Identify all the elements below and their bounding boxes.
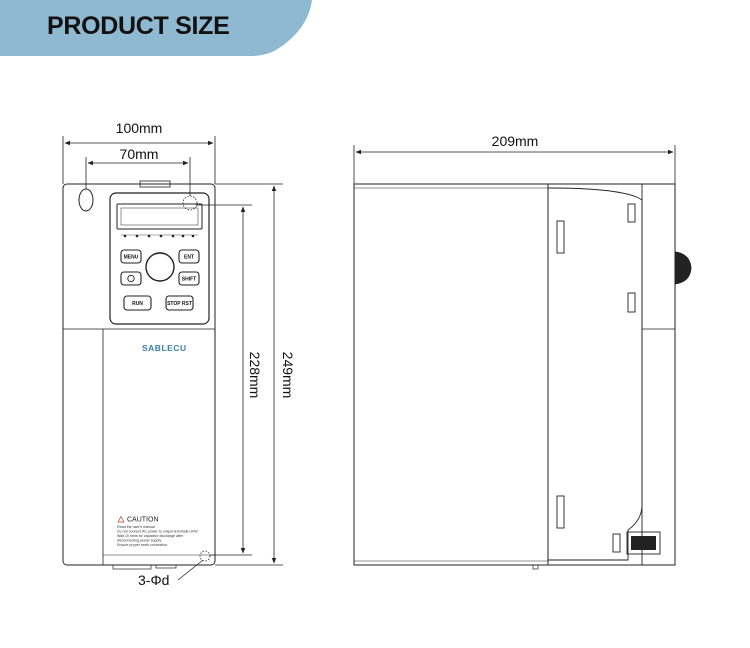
- rotary-knob-icon: [145, 252, 175, 282]
- hole-label: 3-Φd: [138, 572, 169, 588]
- front-bottom-foot: [112, 564, 152, 570]
- front-bottom-foot-2: [155, 564, 177, 569]
- header-banner: PRODUCT SIZE: [0, 0, 318, 56]
- stop-button-label: STOP RST: [167, 301, 192, 307]
- caution-line-3: Wait 10 mins for capacitor discharge aft…: [117, 534, 184, 538]
- warning-icon: [117, 515, 125, 523]
- side-slot-4: [627, 292, 636, 313]
- front-top-clip: [139, 180, 171, 188]
- hole-leader-line: [177, 559, 204, 581]
- side-dimensions: [353, 145, 676, 184]
- front-dimensions: [62, 136, 283, 581]
- led-run: [123, 234, 127, 238]
- side-view: [353, 183, 692, 570]
- led-v: [191, 234, 195, 238]
- run-button-label: RUN: [132, 301, 143, 307]
- brand-logo: SABLECU: [142, 343, 187, 353]
- caution-label: CAUTION Read the user's manual Do not co…: [117, 515, 198, 547]
- mounting-hole-left: [78, 188, 94, 212]
- height-label: 249mm: [280, 352, 296, 399]
- keypad-housing: [109, 192, 210, 325]
- side-knob: [674, 251, 692, 285]
- caution-line-4: disconnecting power supply: [117, 539, 161, 543]
- front-body-outline: [62, 183, 216, 566]
- ent-button-label: ENT: [184, 255, 194, 261]
- ent-button: [178, 249, 200, 264]
- quick-button-icon: [127, 274, 135, 283]
- hole-spacing-label: 70mm: [120, 146, 159, 162]
- menu-button: [120, 249, 142, 264]
- led-tune: [159, 234, 163, 238]
- keypad-buttons: [120, 249, 200, 311]
- mounting-hole-bottom: [199, 550, 211, 562]
- quick-button: [120, 271, 142, 286]
- depth-label: 209mm: [492, 133, 539, 149]
- led-fwd: [135, 234, 139, 238]
- indicator-leds: [123, 234, 195, 238]
- led-a: [181, 234, 185, 238]
- width-label: 100mm: [116, 120, 163, 136]
- side-slot-3: [627, 203, 636, 223]
- keypad-display-glass: [120, 207, 199, 226]
- caution-title: CAUTION: [127, 517, 159, 524]
- side-bottom-tab: [532, 564, 539, 570]
- caution-line-2: Do not connect AC power to output termin…: [117, 530, 198, 534]
- caution-line-1: Read the user's manual: [117, 525, 155, 529]
- led-rev: [147, 234, 151, 238]
- menu-button-label: MENU: [124, 255, 139, 261]
- keypad-button-labels: MENU ENT SHIFT RUN STOP RST: [124, 255, 197, 308]
- shift-button: [178, 271, 200, 286]
- side-connector: [626, 531, 661, 555]
- side-slot-1: [556, 220, 565, 254]
- front-view: [62, 180, 216, 570]
- header-tab-shape: [0, 0, 312, 56]
- caution-line-5: Ensure proper earth connection: [117, 543, 167, 547]
- side-right-panel: [547, 187, 643, 561]
- shift-button-label: SHIFT: [182, 277, 196, 283]
- run-button: [123, 295, 152, 311]
- led-hz: [171, 234, 175, 238]
- mount-height-label: 228mm: [247, 352, 263, 399]
- keypad-display: [116, 203, 203, 230]
- page-title: PRODUCT SIZE: [47, 12, 230, 40]
- side-slot-5: [612, 533, 621, 553]
- side-body-outline: [353, 183, 676, 566]
- side-slot-2: [556, 495, 565, 529]
- mounting-hole-right: [182, 195, 198, 211]
- stop-button: [165, 295, 194, 311]
- side-connector-fill: [631, 536, 656, 550]
